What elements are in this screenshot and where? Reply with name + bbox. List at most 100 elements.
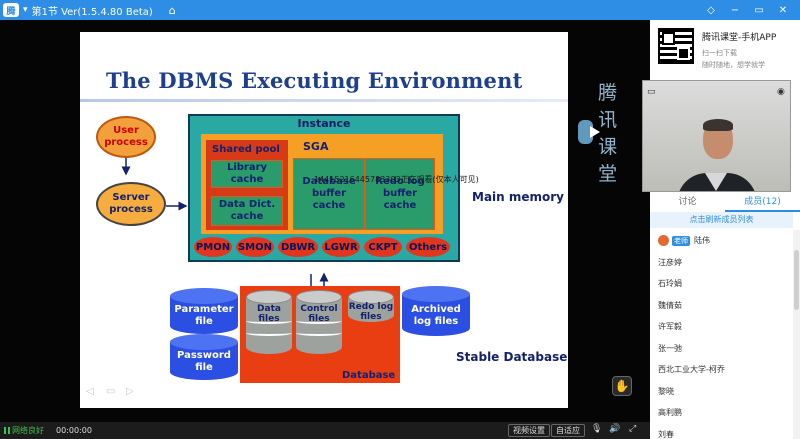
- password-file-cylinder: Password file: [170, 334, 238, 380]
- qr-code: [658, 28, 694, 64]
- fullscreen-icon[interactable]: ⤢: [629, 424, 637, 434]
- process-lgwr: LGWR: [322, 237, 360, 257]
- data-dict-cache: Data Dict. cache: [211, 196, 283, 226]
- teacher-badge: 老师: [672, 235, 690, 246]
- close-button[interactable]: ✕: [778, 4, 788, 16]
- tab-discussion[interactable]: 讨论: [678, 197, 697, 207]
- play-logo-icon: [578, 120, 601, 144]
- member-name: 汪彦婷: [658, 257, 682, 267]
- hand-raise-icon[interactable]: ✋: [612, 376, 632, 396]
- video-settings-button[interactable]: 视频设置: [508, 424, 550, 437]
- app-logo: 腾: [3, 3, 19, 17]
- sga-box: SGA Shared pool Library cache Data Dict.…: [201, 134, 443, 234]
- list-item[interactable]: 刘春: [650, 424, 793, 439]
- maximize-button[interactable]: ▭: [754, 4, 764, 16]
- redo-log-buffer-cache: Redo log buffer cache: [365, 158, 435, 230]
- instance-box: Instance SGA Shared pool Library cache D…: [188, 114, 460, 262]
- home-icon[interactable]: ⌂: [168, 3, 176, 17]
- process-smon: SMON: [236, 237, 274, 257]
- parameter-file-label: Parameter file: [174, 304, 234, 327]
- member-name: 刘春: [658, 429, 674, 439]
- slide-next-button[interactable]: ▷: [126, 386, 134, 397]
- slide-overview-button[interactable]: ▭: [106, 386, 116, 397]
- video-stage[interactable]: The DBMS Executing Environment 腾讯课堂: [0, 20, 650, 422]
- list-item[interactable]: 汪彦婷: [650, 252, 793, 274]
- minimize-button[interactable]: −: [730, 4, 740, 16]
- redo-log-files-cylinder: Redo log files: [348, 290, 394, 322]
- list-item[interactable]: 高利鹏: [650, 402, 793, 424]
- camera-icon[interactable]: ◉: [777, 87, 785, 97]
- viewer-overlay-text: 14415216445783303正在观看(仅本人可见): [314, 175, 479, 184]
- member-list-scrollbar[interactable]: [793, 230, 800, 439]
- main-memory-label: Main memory: [472, 190, 565, 204]
- server-process: Server process: [96, 182, 166, 226]
- shared-pool-label: Shared pool: [212, 144, 280, 155]
- app-promo: 腾讯课堂-手机APP 扫一扫下载 随时随地，想学就学: [650, 20, 800, 80]
- instance-label: Instance: [297, 117, 351, 130]
- slide: The DBMS Executing Environment 腾讯课堂: [80, 32, 617, 408]
- member-name: 张一弛: [658, 343, 682, 353]
- list-item[interactable]: 老师 陆伟: [650, 230, 793, 252]
- member-list: 老师 陆伟 汪彦婷 石玲娟 魏倩茹 许军毅 张一弛 西北工业大学-柯乔 黎晓 高…: [650, 230, 793, 439]
- data-files-label: Data files: [257, 304, 281, 324]
- control-files-label: Control files: [300, 304, 338, 324]
- mic-icon[interactable]: 🎙: [591, 424, 603, 434]
- member-name: 魏倩茹: [658, 300, 682, 310]
- process-others: Others: [406, 237, 450, 257]
- video-restore-icon[interactable]: ▭: [647, 87, 656, 97]
- parameter-file-cylinder: Parameter file: [170, 288, 238, 334]
- network-status: 网络良好: [4, 425, 44, 436]
- list-item[interactable]: 许军毅: [650, 316, 793, 338]
- password-file-label: Password file: [177, 350, 231, 373]
- avatar: [658, 235, 669, 247]
- list-item[interactable]: 魏倩茹: [650, 295, 793, 317]
- member-name: 石玲娟: [658, 279, 682, 289]
- member-name: 陆伟: [694, 236, 710, 246]
- title-bar: 腾 ▾ 第1节 Ver(1.5.4.80 Beta) ⌂ ◇ − ▭ ✕: [0, 0, 800, 20]
- list-item[interactable]: 西北工业大学-柯乔: [650, 359, 793, 381]
- promo-line-2: 随时随地，想学就学: [702, 61, 765, 69]
- menu-icon[interactable]: ▾: [23, 5, 28, 15]
- watermark: 腾讯课堂: [578, 78, 634, 186]
- member-name: 许军毅: [658, 322, 682, 332]
- signal-icon: [4, 427, 10, 434]
- slide-title: The DBMS Executing Environment: [106, 68, 523, 93]
- slide-divider: [80, 99, 568, 102]
- database-label: Database: [342, 370, 396, 381]
- database-box: Data files Control files Redo log files: [240, 286, 400, 383]
- list-item[interactable]: 石玲娟: [650, 273, 793, 295]
- watermark-text: 腾讯课堂: [598, 82, 618, 185]
- promo-line-1: 扫一扫下载: [702, 49, 737, 57]
- list-item[interactable]: 黎晓: [650, 381, 793, 403]
- list-item[interactable]: 张一弛: [650, 338, 793, 360]
- member-name: 高利鹏: [658, 408, 682, 418]
- database-buffer-cache: Database buffer cache: [293, 158, 365, 230]
- process-dbwr: DBWR: [278, 237, 318, 257]
- archived-log-files-cylinder: Archived log files: [402, 286, 470, 336]
- scrollbar-thumb[interactable]: [794, 250, 799, 310]
- bottom-bar: 网络良好 00:00:00 视频设置 自适应 🎙 🔊 ⤢: [0, 422, 650, 439]
- member-name: 西北工业大学-柯乔: [658, 365, 725, 375]
- shared-pool-box: Shared pool Library cache Data Dict. cac…: [206, 140, 288, 230]
- elapsed-time: 00:00:00: [56, 426, 92, 435]
- promo-title: 腾讯课堂-手机APP: [702, 33, 777, 43]
- library-cache: Library cache: [211, 160, 283, 188]
- skin-icon[interactable]: ◇: [707, 4, 715, 16]
- adaptive-button[interactable]: 自适应: [551, 424, 585, 437]
- teacher-video[interactable]: ▭ ◉: [642, 80, 791, 192]
- process-pmon: PMON: [194, 237, 232, 257]
- member-name: 黎晓: [658, 386, 674, 396]
- network-status-label: 网络良好: [12, 426, 44, 435]
- window-title: 第1节 Ver(1.5.4.80 Beta): [31, 6, 153, 18]
- user-process: User process: [96, 116, 156, 158]
- panel-tabs: 讨论 成员(12): [650, 192, 800, 212]
- stable-database-label: Stable Database: [456, 350, 568, 364]
- archived-log-files-label: Archived log files: [411, 304, 461, 327]
- control-files-cylinder: Control files: [296, 290, 342, 354]
- tab-members[interactable]: 成员(12): [725, 192, 800, 212]
- volume-icon[interactable]: 🔊: [609, 424, 621, 434]
- refresh-members-link[interactable]: 点击刷新成员列表: [650, 212, 793, 228]
- slide-prev-button[interactable]: ◁: [86, 386, 94, 397]
- redo-log-files-label: Redo log files: [348, 302, 394, 322]
